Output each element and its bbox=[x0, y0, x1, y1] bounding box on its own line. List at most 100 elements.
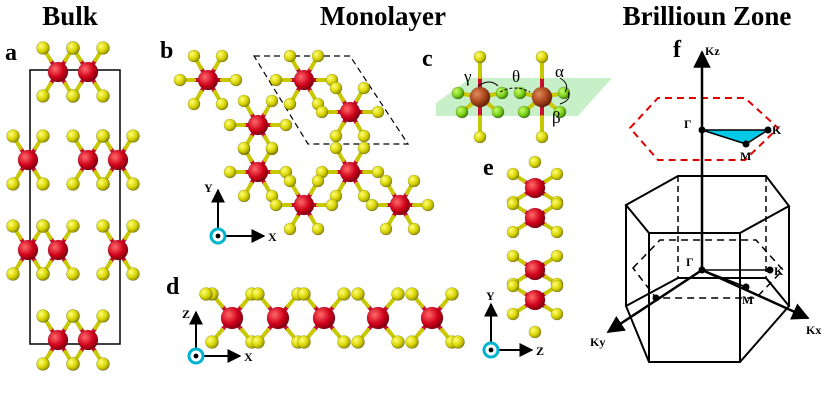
chalcogen-atom bbox=[421, 198, 435, 212]
panel-f-brillouin-zone: Γ K M Γ K M Kz Kx Ky bbox=[590, 44, 821, 363]
metal-atom bbox=[389, 194, 411, 216]
chalcogen-atom bbox=[215, 97, 229, 111]
chalcogen-atom bbox=[329, 81, 343, 95]
chalcogen-atom bbox=[506, 249, 520, 263]
chalcogen-atom bbox=[283, 49, 297, 63]
axis-z-dot-icon bbox=[215, 233, 221, 239]
chalcogen-atom bbox=[337, 335, 351, 349]
axis-z-label-d: Z bbox=[182, 307, 190, 321]
chalcogen-atom bbox=[96, 219, 110, 233]
metal-atom bbox=[531, 86, 553, 108]
chalcogen-atom bbox=[550, 249, 564, 263]
chalcogen-atom bbox=[6, 177, 20, 191]
panel-label-e: e bbox=[483, 155, 494, 181]
chalcogen-atom bbox=[215, 49, 229, 63]
header-monolayer: Monolayer bbox=[320, 1, 446, 31]
panel-d-side-view-xz: Z X bbox=[182, 287, 465, 365]
point-m-top bbox=[742, 140, 750, 148]
chalcogen-atom bbox=[6, 129, 20, 143]
chalcogen-atom bbox=[283, 97, 297, 111]
chalcogen-atom bbox=[265, 94, 279, 108]
chalcogen-atom bbox=[96, 41, 110, 55]
chalcogen-atom bbox=[407, 174, 421, 188]
metal-atom bbox=[47, 61, 69, 83]
chalcogen-atom bbox=[357, 129, 371, 143]
metal-atom bbox=[77, 329, 99, 351]
chalcogen-atom bbox=[506, 225, 520, 239]
label-m-mid: M bbox=[742, 293, 753, 307]
chalcogen-atom bbox=[187, 97, 201, 111]
chalcogen-atom bbox=[311, 174, 325, 188]
chalcogen-atom bbox=[265, 141, 279, 155]
chalcogen-atom bbox=[550, 167, 564, 181]
angle-arc-gamma bbox=[477, 81, 499, 87]
panel-label-d: d bbox=[166, 274, 180, 300]
chalcogen-atom bbox=[96, 309, 110, 323]
label-gamma-mid: Γ bbox=[686, 255, 694, 269]
chalcogen-atom bbox=[66, 41, 80, 55]
chalcogen-atom bbox=[96, 267, 110, 281]
panel-e-side-view-yz: Y Z bbox=[482, 155, 564, 359]
metal-atom bbox=[17, 239, 39, 261]
metal-atom bbox=[524, 177, 546, 199]
metal-atom bbox=[312, 306, 336, 330]
axis-y-label-e: Y bbox=[486, 289, 495, 303]
metal-atom bbox=[293, 194, 315, 216]
chalcogen-atom bbox=[325, 198, 339, 212]
panel-b-top-view: Y X bbox=[173, 49, 435, 245]
angle-arc-beta bbox=[559, 91, 570, 105]
chalcogen-atom bbox=[223, 118, 237, 132]
chalcogen-atom bbox=[6, 267, 20, 281]
panel-label-f: f bbox=[673, 37, 682, 63]
chalcogen-atom bbox=[237, 94, 251, 108]
chalcogen-atom bbox=[407, 222, 421, 236]
chalcogen-atom bbox=[550, 279, 564, 293]
metal-atom bbox=[107, 239, 129, 261]
chalcogen-atom bbox=[279, 118, 293, 132]
label-kz: Kz bbox=[705, 44, 720, 58]
chalcogen-atom bbox=[126, 219, 140, 233]
chalcogen-atom bbox=[297, 287, 311, 301]
angle-theta: θ bbox=[512, 67, 520, 86]
metal-atom bbox=[469, 86, 491, 108]
chalcogen-atom bbox=[269, 73, 283, 87]
chalcogen-atom bbox=[66, 357, 80, 371]
chalcogen-atom bbox=[329, 141, 343, 155]
chalcogen-atom bbox=[66, 89, 80, 103]
chalcogen-atom bbox=[506, 167, 520, 181]
chalcogen-atom bbox=[405, 335, 419, 349]
hexagonal-prism bbox=[624, 175, 791, 363]
chalcogen-atom bbox=[126, 177, 140, 191]
chalcogen-atom bbox=[205, 335, 219, 349]
chalcogen-atom bbox=[311, 222, 325, 236]
chalcogen-atom bbox=[517, 105, 531, 119]
chalcogen-atom bbox=[36, 129, 50, 143]
metal-atom bbox=[266, 306, 290, 330]
angle-arc-theta bbox=[499, 87, 531, 93]
metal-atom bbox=[47, 239, 69, 261]
chalcogen-atom bbox=[251, 287, 265, 301]
metal-atom bbox=[17, 149, 39, 171]
chalcogen-atom bbox=[329, 129, 343, 143]
panel-label-a: a bbox=[5, 40, 17, 66]
chalcogen-atom bbox=[96, 89, 110, 103]
metal-atom bbox=[77, 149, 99, 171]
label-m-top: M bbox=[740, 149, 751, 163]
label-gamma-top: Γ bbox=[684, 117, 692, 131]
chalcogen-atom bbox=[513, 86, 527, 100]
header-bulk: Bulk bbox=[42, 1, 98, 31]
chalcogen-atom bbox=[251, 335, 265, 349]
chalcogen-atom bbox=[66, 267, 80, 281]
chalcogen-atom bbox=[491, 105, 505, 119]
chalcogen-atom bbox=[223, 165, 237, 179]
chalcogen-atom bbox=[6, 219, 20, 233]
chalcogen-atom bbox=[557, 86, 571, 100]
metal-atom bbox=[366, 306, 390, 330]
metal-atom bbox=[339, 101, 361, 123]
chalcogen-atom bbox=[36, 219, 50, 233]
chalcogen-atom bbox=[66, 177, 80, 191]
chalcogen-atom bbox=[351, 335, 365, 349]
chalcogen-atom bbox=[473, 50, 487, 64]
metal-atom bbox=[107, 149, 129, 171]
chalcogen-atom bbox=[66, 219, 80, 233]
